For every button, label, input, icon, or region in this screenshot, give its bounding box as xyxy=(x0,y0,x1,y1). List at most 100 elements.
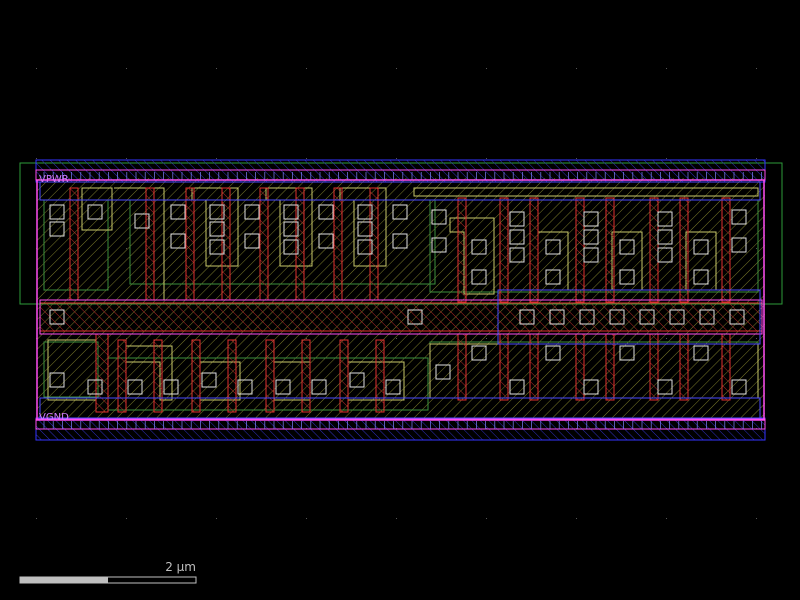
contact xyxy=(87,379,103,395)
grid-dot xyxy=(396,158,397,159)
contact xyxy=(693,345,709,361)
grid-dot xyxy=(36,68,37,69)
vpwr-label: VPWR xyxy=(39,174,69,185)
grid-dot xyxy=(36,158,37,159)
grid-dot xyxy=(576,68,577,69)
contact xyxy=(392,233,408,249)
grid-dot xyxy=(126,158,127,159)
contact xyxy=(349,372,365,388)
contact xyxy=(283,221,299,237)
grid-dot xyxy=(36,518,37,519)
contact xyxy=(609,309,625,325)
contact xyxy=(407,309,423,325)
contact xyxy=(731,209,747,225)
power-rail-top xyxy=(35,159,766,183)
poly-gate xyxy=(265,339,275,413)
contact xyxy=(201,372,217,388)
contact xyxy=(357,221,373,237)
poly-gate xyxy=(375,339,385,413)
contact xyxy=(509,229,525,245)
poly-gate xyxy=(339,339,349,413)
grid-dot xyxy=(756,518,757,519)
contact xyxy=(549,309,565,325)
grid-dot xyxy=(306,518,307,519)
grid-dot xyxy=(756,68,757,69)
grid-dot xyxy=(396,518,397,519)
contact xyxy=(357,204,373,220)
grid-dot xyxy=(306,68,307,69)
contact xyxy=(311,379,327,395)
poly-gate xyxy=(153,339,163,413)
grid-dot xyxy=(126,68,127,69)
contact xyxy=(49,221,65,237)
poly-gate xyxy=(185,187,195,301)
poly-gate xyxy=(499,197,509,303)
poly-gate xyxy=(457,333,467,401)
poly-gate xyxy=(69,187,79,301)
contact xyxy=(583,247,599,263)
contact xyxy=(209,221,225,237)
contact xyxy=(318,233,334,249)
grid-dot xyxy=(126,518,127,519)
poly-gate xyxy=(721,197,731,303)
vgnd-label: VGND xyxy=(39,412,69,423)
contact xyxy=(699,309,715,325)
contact xyxy=(283,239,299,255)
contact xyxy=(170,204,186,220)
contact xyxy=(357,239,373,255)
contact xyxy=(49,372,65,388)
contact xyxy=(471,239,487,255)
poly-gate xyxy=(575,197,585,303)
contact xyxy=(471,345,487,361)
contact xyxy=(127,379,143,395)
poly-strap xyxy=(39,302,763,332)
grid-dot xyxy=(756,158,757,159)
contact xyxy=(619,269,635,285)
poly-gate xyxy=(301,339,311,413)
contact xyxy=(435,364,451,380)
contact xyxy=(729,309,745,325)
grid-dot xyxy=(216,158,217,159)
contact xyxy=(619,345,635,361)
cell-boundary xyxy=(36,179,765,421)
contact xyxy=(693,239,709,255)
contact xyxy=(431,209,447,225)
poly-gate xyxy=(117,339,127,413)
contact xyxy=(431,237,447,253)
contact xyxy=(471,269,487,285)
contact xyxy=(583,379,599,395)
grid-dot xyxy=(486,68,487,69)
contact xyxy=(657,247,673,263)
grid-dot xyxy=(666,518,667,519)
contact xyxy=(693,269,709,285)
contact xyxy=(669,309,685,325)
poly-gate xyxy=(191,339,201,413)
poly-gate xyxy=(457,197,467,303)
li-strap xyxy=(39,299,763,335)
grid-dot xyxy=(486,158,487,159)
contact xyxy=(244,233,260,249)
contact xyxy=(657,211,673,227)
poly-gate xyxy=(95,333,109,413)
contact xyxy=(170,233,186,249)
poly-gate xyxy=(679,197,689,303)
contact xyxy=(545,269,561,285)
contact xyxy=(392,204,408,220)
contact xyxy=(49,309,65,325)
contact xyxy=(619,239,635,255)
contact xyxy=(49,204,65,220)
grid-dot xyxy=(216,518,217,519)
metal1-routes xyxy=(39,181,761,419)
scale-bar: 2 µm xyxy=(19,560,197,584)
contact xyxy=(731,237,747,253)
contact xyxy=(583,229,599,245)
grid-dot xyxy=(396,68,397,69)
contact xyxy=(237,379,253,395)
contact xyxy=(545,345,561,361)
grid-dot xyxy=(666,158,667,159)
contact xyxy=(134,213,150,229)
contacts xyxy=(49,204,747,395)
contact xyxy=(87,204,103,220)
contact xyxy=(731,379,747,395)
